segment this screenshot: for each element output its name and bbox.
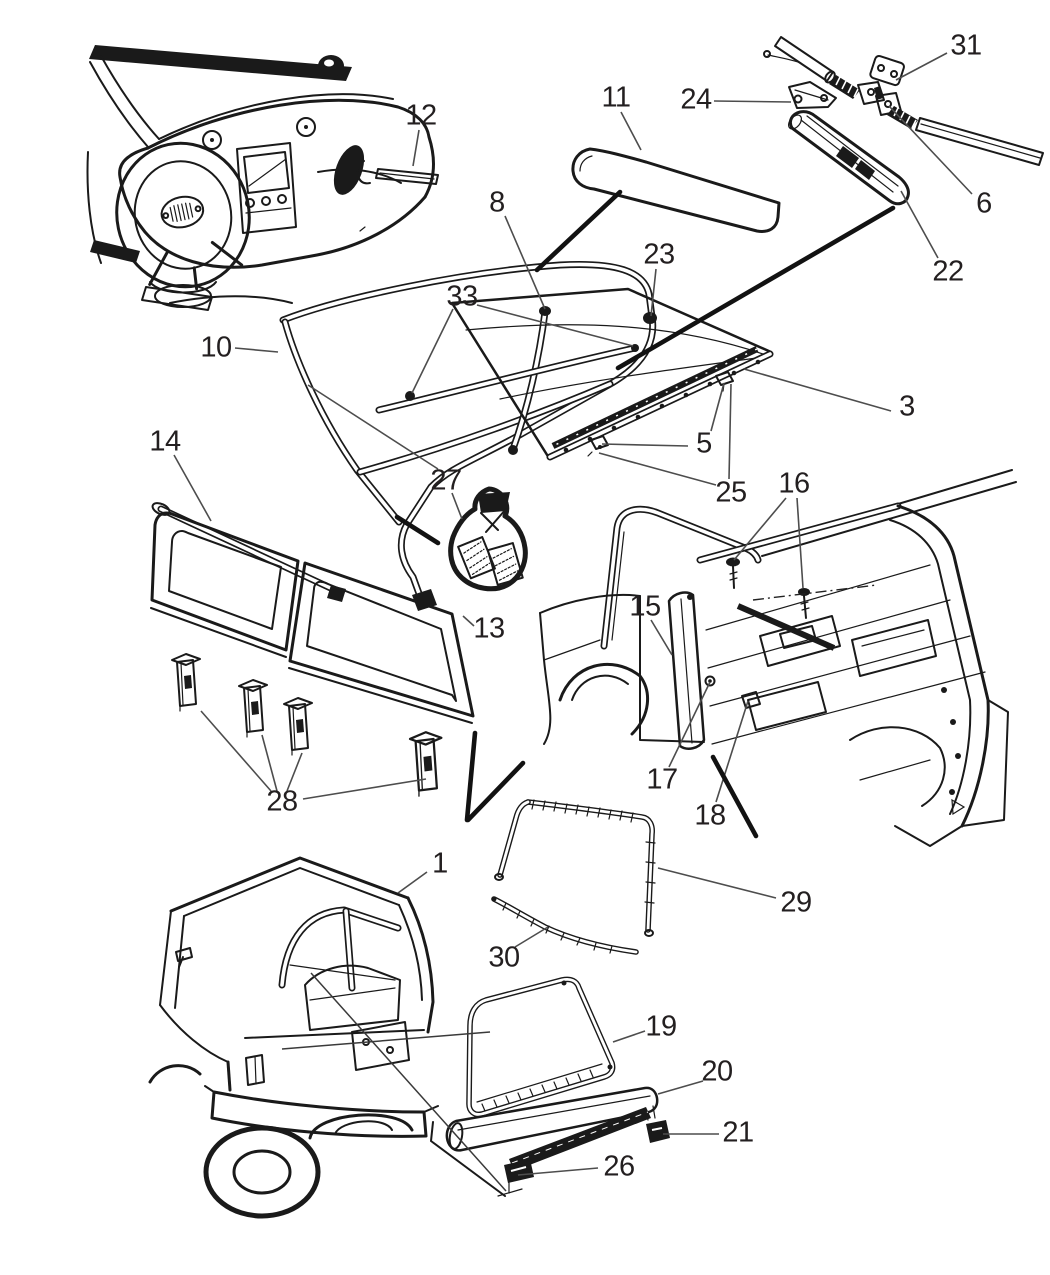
leader-line (888, 105, 973, 195)
conn-line (310, 972, 507, 1192)
quarter-window-left-drawing (150, 511, 300, 658)
tailgate-bar-assembly-drawing (763, 36, 1044, 166)
pointer-line (394, 514, 441, 546)
deck-cover-drawing (450, 287, 774, 461)
instrument-panel-drawing (86, 45, 435, 311)
pointer-line (464, 730, 478, 823)
leader-line (517, 1167, 599, 1176)
hardware-bag-drawing (448, 486, 528, 592)
leader-line (476, 304, 634, 347)
leader-line (657, 1080, 704, 1095)
leader-line (462, 615, 475, 627)
leader-line (451, 492, 463, 520)
conn-line (281, 1031, 491, 1050)
leader-line (200, 710, 272, 792)
leader-line (173, 454, 212, 522)
pointer-line (534, 189, 623, 273)
leader-line (895, 52, 948, 81)
header-hook-tool-drawing (356, 160, 439, 185)
leader-line (601, 443, 689, 447)
leader-line (900, 190, 939, 259)
belt-strip-drawing (491, 896, 639, 955)
leader-line (620, 111, 642, 151)
leader-lines (173, 52, 973, 1192)
leader-line (650, 619, 673, 656)
pointer-line (465, 760, 526, 823)
leader-line (733, 497, 787, 561)
leader-line (286, 752, 303, 792)
header-strip-drawing (571, 147, 781, 233)
rail-sleeve-drawing (787, 110, 910, 206)
leader-line (657, 867, 777, 899)
leader-line (728, 383, 732, 480)
pointer-line (615, 205, 896, 371)
leader-line (514, 926, 549, 948)
leader-line (307, 384, 439, 470)
leader-line (743, 368, 892, 412)
body-tub-drawing (539, 469, 1017, 847)
door-surround-seal-drawing (494, 799, 656, 937)
leader-line (397, 871, 428, 894)
wind-deflector-drawing (466, 976, 616, 1118)
leader-line (612, 1030, 646, 1043)
leader-line (234, 347, 279, 353)
door-sill-strip-drawing (430, 1086, 670, 1197)
leader-line (715, 700, 749, 803)
leader-line (598, 452, 717, 486)
leader-line (796, 497, 804, 589)
vehicle-rear-view-drawing (148, 856, 439, 1219)
leader-line (713, 100, 792, 103)
leader-line (261, 734, 278, 792)
leader-line (668, 681, 711, 768)
leader-line (710, 382, 725, 432)
pointer-line (710, 754, 759, 839)
quarter-window-right-drawing (288, 561, 475, 724)
leader-line (411, 308, 454, 394)
leader-line (302, 778, 427, 800)
leader-line (412, 129, 420, 167)
leader-line (650, 268, 657, 317)
leader-line (504, 215, 546, 310)
soft-top-frame-drawing (151, 260, 657, 611)
